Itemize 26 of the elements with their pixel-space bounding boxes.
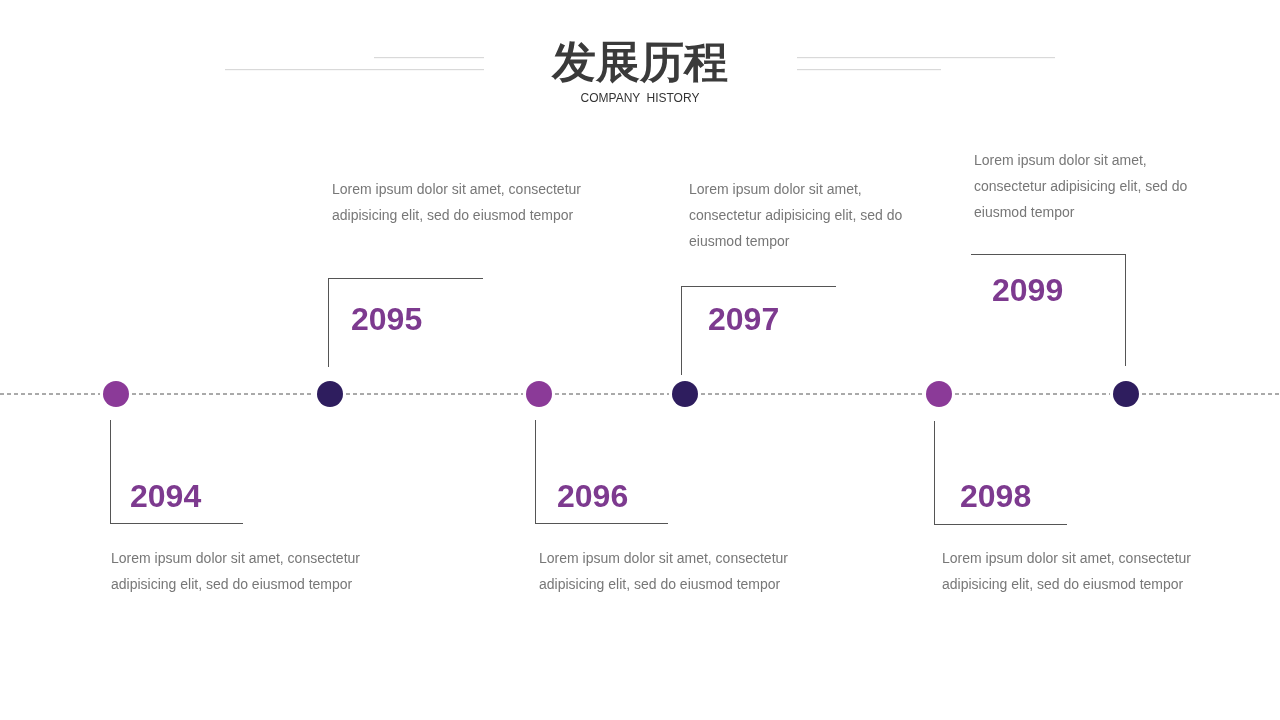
dashed-connector [0,393,101,395]
timeline-dot [317,381,343,407]
dashed-connector [345,393,524,395]
year-label: 2098 [960,478,1032,514]
description-text: Lorem ipsum dolor sit amet, consectetur adipisicing elit, sed do eiusmod tempor [539,549,789,594]
title: 发展历程 [552,38,728,86]
dashed-connector [554,393,670,395]
subtitle: COMPANY HISTORY [580,91,700,106]
description-text: Lorem ipsum dolor sit amet, consectetur adipisicing elit, sed do eiusmod tempor [974,151,1189,222]
description-text: Lorem ipsum dolor sit amet, consectetur adipisicing elit, sed do eiusmod tempor [689,180,904,251]
description-text: Lorem ipsum dolor sit amet, consectetur adipisicing elit, sed do eiusmod tempor [942,549,1192,594]
year-label: 2095 [351,301,423,337]
year-label: 2096 [557,478,629,514]
timeline-dot [526,381,552,407]
year-label: 2094 [130,478,202,514]
description-text: Lorem ipsum dolor sit amet, consectetur adipisicing elit, sed do eiusmod tempor [332,180,582,225]
timeline-dot [1113,381,1139,407]
dashed-connector [700,393,924,395]
year-label: 2099 [992,272,1064,308]
timeline-dot [672,381,698,407]
dashed-connector [954,393,1111,395]
year-label: 2097 [708,301,780,337]
timeline-dot [103,381,129,407]
dashed-connector [1141,393,1280,395]
description-text: Lorem ipsum dolor sit amet, consectetur adipisicing elit, sed do eiusmod tempor [111,549,361,594]
timeline-dot [926,381,952,407]
